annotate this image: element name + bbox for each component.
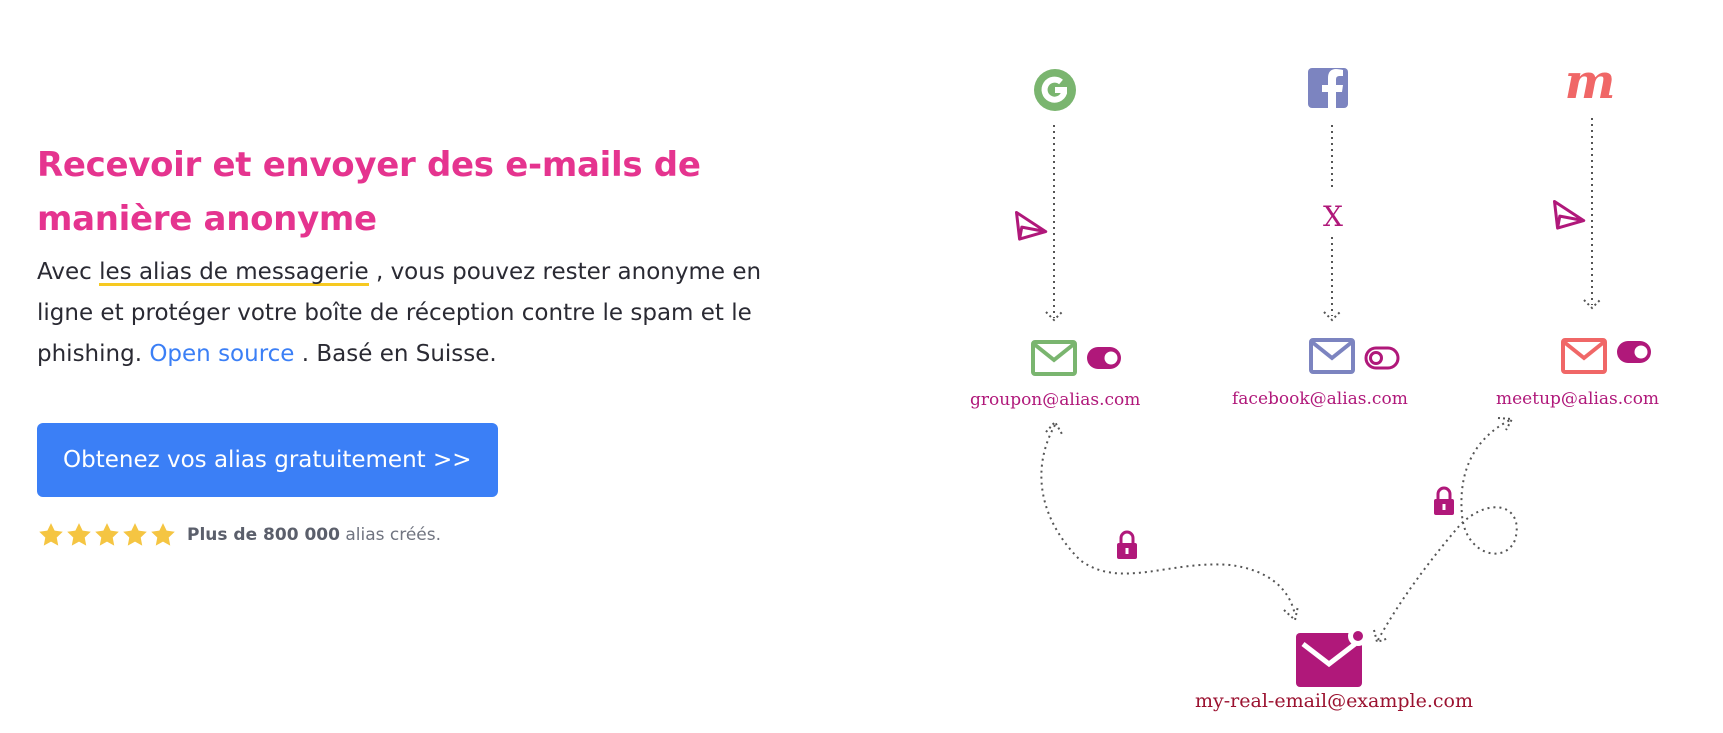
alias-email-meetup: meetup@alias.com [1496, 389, 1660, 409]
hero-description: Avec les alias de messagerie , vous pouv… [37, 252, 817, 375]
blocked-marker: X [1323, 200, 1343, 233]
email-alias-link[interactable]: les alias de messagerie [99, 259, 369, 287]
hero-title: Recevoir et envoyer des e-mails de maniè… [37, 145, 701, 239]
hero-text-after: . Basé en Suisse. [294, 341, 497, 367]
star-icon [39, 523, 63, 546]
alias-email-groupon: groupon@alias.com [970, 390, 1141, 410]
alias-mail-icon [1561, 338, 1607, 374]
paper-plane-icon [1553, 199, 1586, 230]
hero-content: Recevoir et envoyer des e-mails de maniè… [37, 138, 867, 551]
hero-text-before: Avec [37, 259, 100, 285]
open-source-link[interactable]: Open source [149, 341, 295, 367]
lock-icon [1117, 530, 1137, 559]
facebook-icon [1308, 68, 1348, 108]
star-icon [67, 523, 91, 546]
alias-mail-icon [1309, 338, 1355, 374]
alias-count-text: Plus de 800 000 alias créés. [187, 525, 441, 545]
star-rating [37, 521, 177, 549]
reply-flow-curve-right [1377, 419, 1518, 641]
alias-toggle-on[interactable] [1617, 341, 1651, 363]
real-email-address: my-real-email@example.com [1195, 690, 1473, 712]
real-mailbox-icon [1296, 626, 1368, 687]
reply-flow-curve-left [1040, 424, 1296, 616]
svg-text:m: m [1565, 54, 1616, 110]
lock-icon [1434, 486, 1454, 515]
alias-email-facebook: facebook@alias.com [1232, 389, 1408, 409]
paper-plane-icon [1015, 210, 1048, 241]
star-icon [95, 523, 119, 546]
alias-mail-icon [1031, 340, 1077, 376]
get-aliases-button[interactable]: Obtenez vos alias gratuitement >> [37, 423, 498, 497]
alias-count-bold: Plus de 800 000 [187, 525, 340, 545]
alias-count-rest: alias créés. [339, 525, 442, 545]
alias-toggle-off[interactable] [1364, 346, 1400, 370]
rating-row: Plus de 800 000 alias créés. [37, 519, 867, 551]
google-icon [1034, 69, 1076, 111]
hero-text-middle: , vous pouvez rester anonyme en ligne et… [37, 259, 762, 367]
star-icon [151, 523, 175, 546]
meetup-icon: m [1565, 54, 1616, 110]
alias-toggle-on[interactable] [1087, 347, 1121, 369]
star-icon [123, 523, 147, 546]
